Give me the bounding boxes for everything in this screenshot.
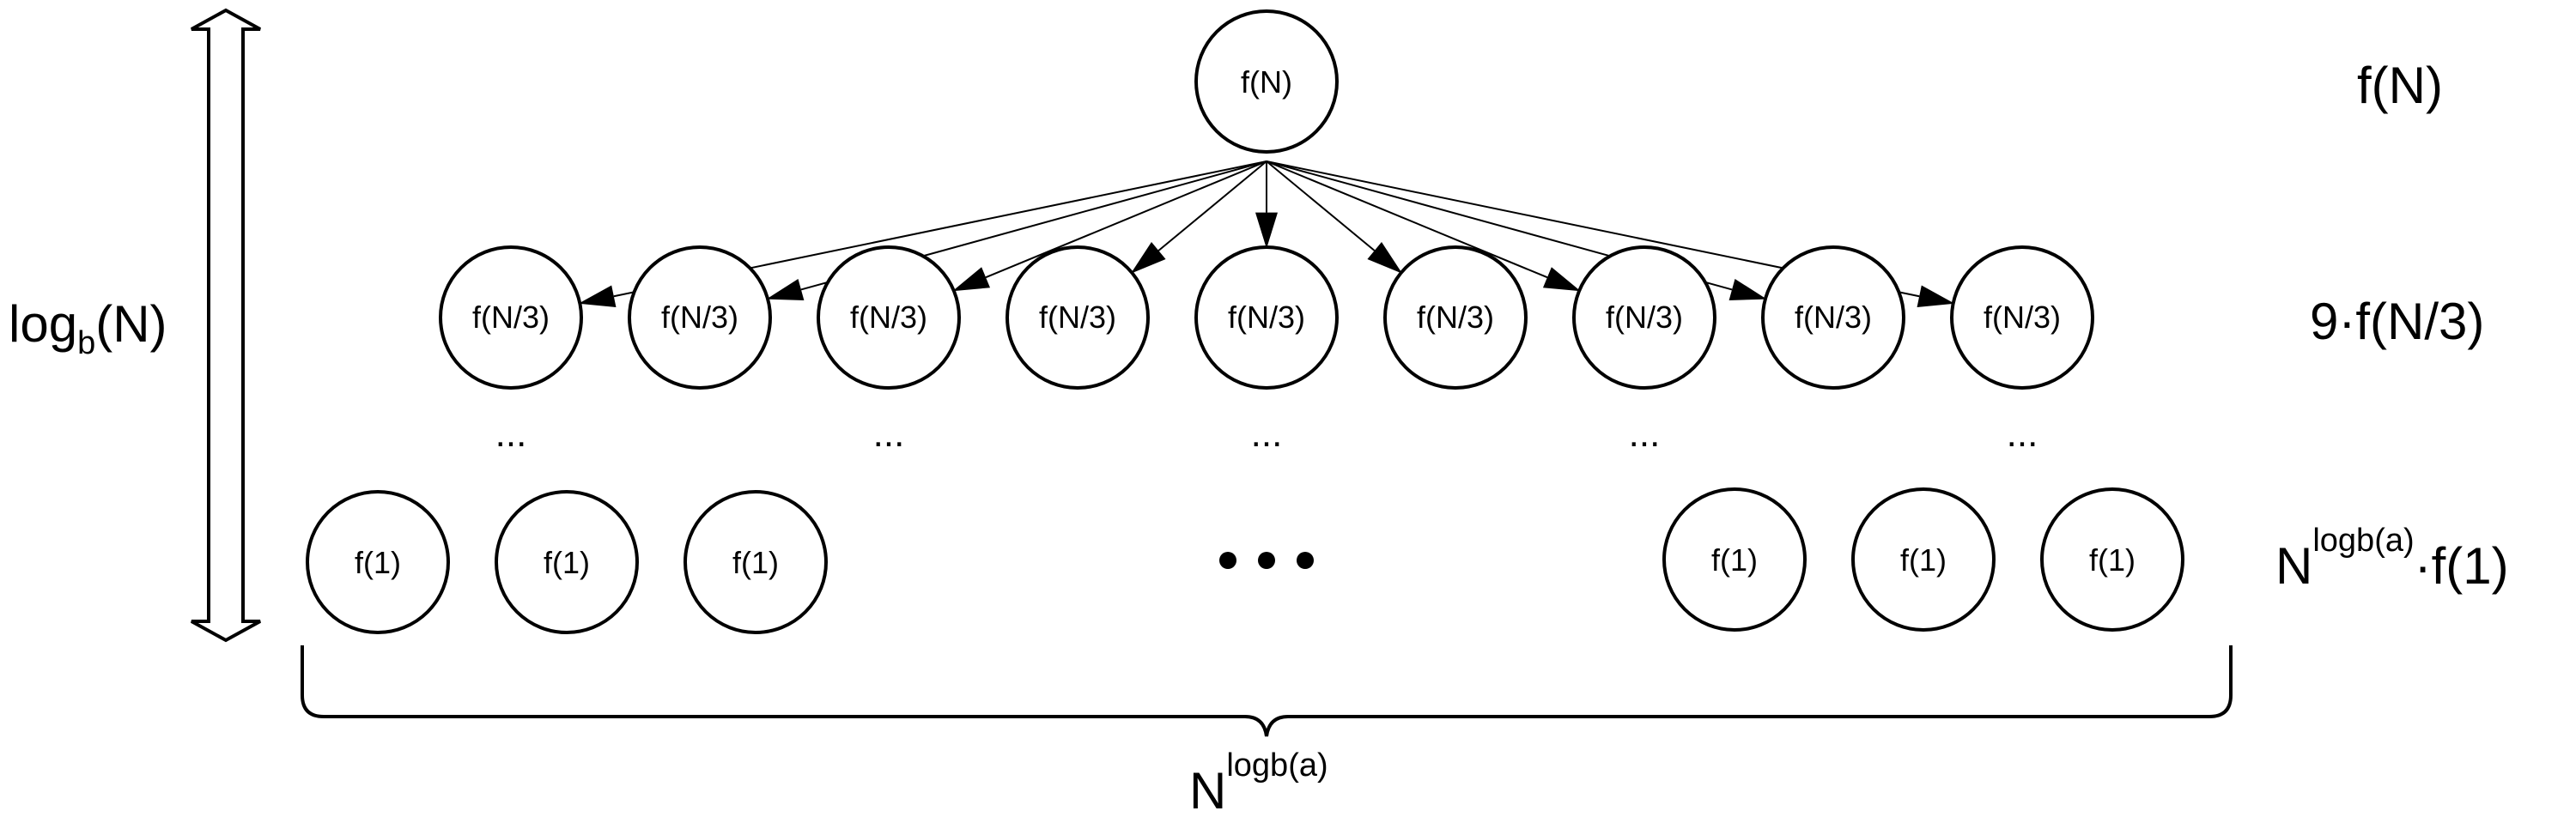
level1-node-label: f(N/3) [472, 300, 550, 335]
tree-edges [578, 160, 1955, 307]
level1-node: f(N/3) [1194, 245, 1339, 390]
leaf-row-ellipsis [1219, 552, 1314, 569]
level1-node-circle [628, 245, 772, 390]
level1-node-circle [1005, 245, 1150, 390]
leaf-count-brace [301, 645, 2233, 737]
tree-edge [1157, 160, 1267, 251]
root-node-circle [1194, 9, 1339, 154]
leaf-node-label: f(1) [355, 545, 401, 580]
tree-edge [1266, 160, 1548, 279]
level1-node-circle [1761, 245, 1905, 390]
arrowhead [1542, 267, 1581, 292]
level1-node-label: f(N/3) [1039, 300, 1116, 335]
level-ellipses: ... ... ... ... ... [495, 413, 2038, 455]
arrowhead [578, 285, 617, 307]
level1-node-circle [1383, 245, 1528, 390]
leaf-node-circle [495, 490, 639, 634]
tree-height-double-arrow [191, 8, 261, 643]
tree-height-label: logb(N) [9, 295, 167, 361]
leaf-node-circle [1851, 487, 1996, 632]
level-cost-level1: 9·f(N/3) [2310, 293, 2484, 350]
tree-edge [1266, 160, 1376, 251]
arrowhead [766, 278, 805, 301]
tree-edge [985, 160, 1267, 279]
leaf-node-label: f(1) [544, 545, 590, 580]
level1-node: f(N/3) [1761, 245, 1905, 390]
arrowhead [952, 267, 991, 292]
level1-node-circle [439, 245, 583, 390]
leaf-node: f(1) [495, 490, 639, 634]
leaf-node: f(1) [1662, 487, 1807, 632]
level1-node-label: f(N/3) [1228, 300, 1305, 335]
leaf-node-label: f(1) [2089, 542, 2136, 578]
ellipsis: ... [1629, 413, 1661, 455]
level1-node-label: f(N/3) [1606, 300, 1683, 335]
leaf-node-circle [683, 490, 828, 634]
level1-node: f(N/3) [628, 245, 772, 390]
ellipsis: ... [495, 413, 527, 455]
leaf-node-label: f(1) [1711, 542, 1758, 578]
ellipsis-dot [1258, 552, 1275, 569]
level1-node: f(N/3) [439, 245, 583, 390]
leaf-node-circle [306, 490, 450, 634]
level1-node: f(N/3) [817, 245, 961, 390]
ellipsis: ... [1251, 413, 1283, 455]
level1-node-label: f(N/3) [1795, 300, 1872, 335]
leaf-node-circle [2040, 487, 2184, 632]
leaf-node-label: f(1) [1900, 542, 1947, 578]
level1-node-circle [1572, 245, 1716, 390]
root-node: f(N) [1194, 9, 1339, 154]
arrowhead [1917, 285, 1955, 307]
leaf-node-label: f(1) [732, 545, 779, 580]
leaf-node: f(1) [2040, 487, 2184, 632]
level1-node-circle [1950, 245, 2094, 390]
level1-node-label: f(N/3) [1417, 300, 1494, 335]
leaf-nodes-left: f(1) f(1) f(1) [306, 490, 828, 634]
arrowhead [1728, 278, 1767, 301]
level1-node: f(N/3) [1950, 245, 2094, 390]
level1-node-label: f(N/3) [1984, 300, 2061, 335]
level1-node-circle [1194, 245, 1339, 390]
arrowhead [1367, 241, 1403, 274]
level-cost-leaves: Nlogb(a)·f(1) [2275, 523, 2509, 595]
leaf-nodes-right: f(1) f(1) f(1) [1662, 487, 2184, 632]
ellipsis-dot [1297, 552, 1314, 569]
level-cost-root: f(N) [2357, 57, 2443, 114]
leaf-node: f(1) [683, 490, 828, 634]
arrowhead [1255, 212, 1278, 249]
level1-nodes: f(N/3) f(N/3) f(N/3) f(N/3) f(N/3) f(N/3… [439, 245, 2094, 390]
ellipsis: ... [2007, 413, 2038, 455]
level1-node-circle [817, 245, 961, 390]
leaf-node: f(1) [306, 490, 450, 634]
ellipsis-dot [1219, 552, 1236, 569]
level1-node: f(N/3) [1005, 245, 1150, 390]
root-node-label: f(N) [1241, 64, 1292, 100]
level1-node-label: f(N/3) [850, 300, 927, 335]
ellipsis: ... [873, 413, 905, 455]
level1-node-label: f(N/3) [661, 300, 738, 335]
leaf-node: f(1) [1851, 487, 1996, 632]
leaf-node-circle [1662, 487, 1807, 632]
leaf-count-label: Nlogb(a) [1189, 747, 1328, 820]
level1-node: f(N/3) [1383, 245, 1528, 390]
level1-node: f(N/3) [1572, 245, 1716, 390]
arrowhead [1130, 241, 1166, 274]
